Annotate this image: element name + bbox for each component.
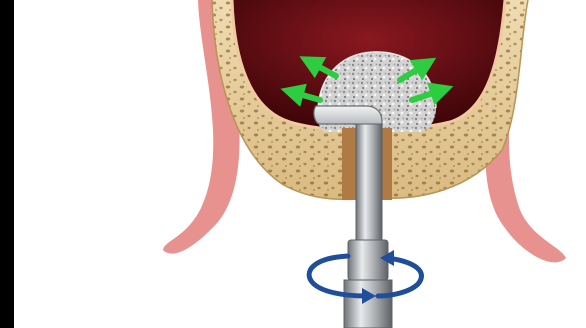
osteotome-shaft xyxy=(356,124,382,242)
osteotome-collar xyxy=(348,240,388,280)
osteotome-handle xyxy=(344,280,392,328)
